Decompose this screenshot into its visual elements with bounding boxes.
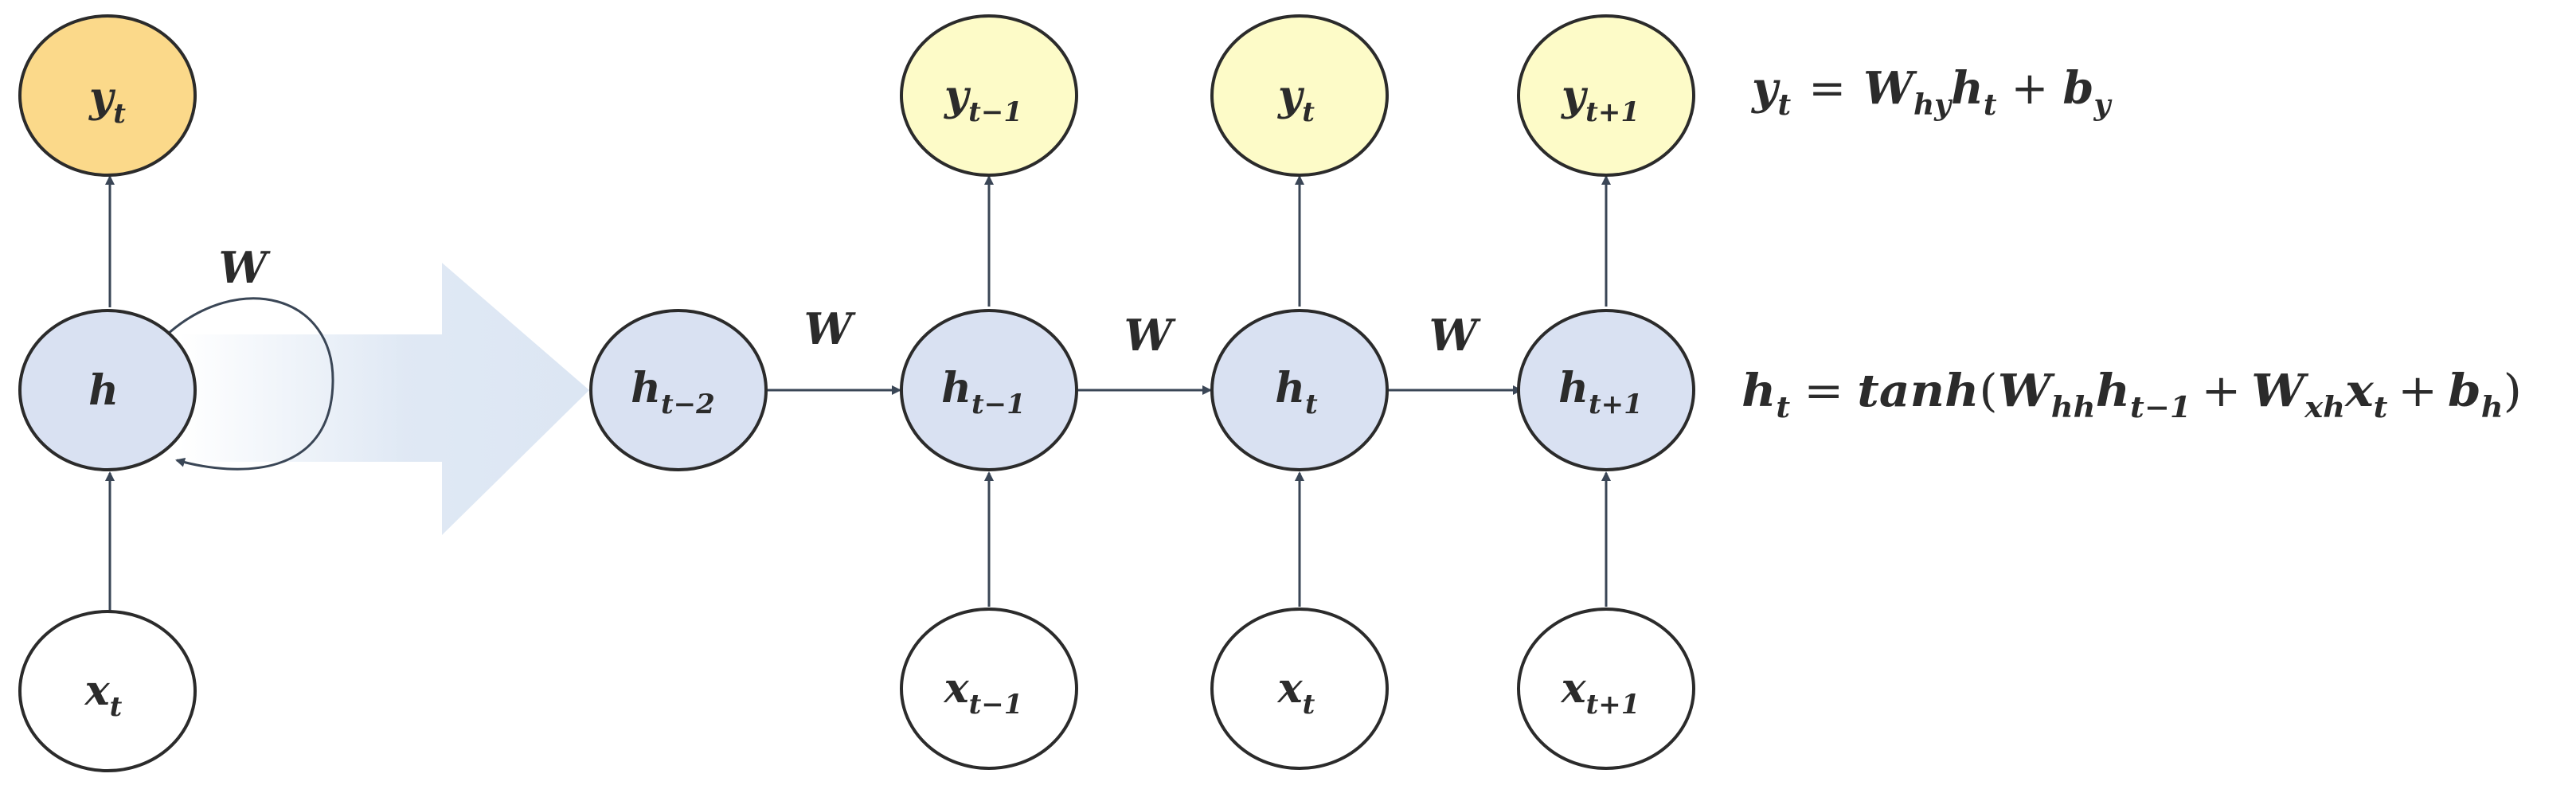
output-subscript-t-1: t−1 <box>968 96 1022 128</box>
hidden-subscript-t-2: t−2 <box>661 389 715 420</box>
svg-text:xt−1: xt−1 <box>944 664 1023 721</box>
input-subscript-t1: t+1 <box>1586 689 1640 721</box>
svg-text:yt+1: yt+1 <box>1561 72 1640 128</box>
svg-text:ht−2: ht−2 <box>631 364 715 420</box>
output-label-t: y <box>1277 72 1305 120</box>
unfold-arrow <box>179 263 589 535</box>
svg-text:xt: xt <box>84 666 123 723</box>
input-subscript-t: t <box>1303 689 1315 721</box>
output-node-t: yt <box>1210 14 1389 177</box>
folded-weight-label: W <box>219 242 272 293</box>
svg-text:xt+1: xt+1 <box>1561 664 1640 721</box>
output-node-t1: yt+1 <box>1517 14 1695 177</box>
hidden-node-t1: ht+1 <box>1517 309 1695 471</box>
folded-rnn: yt h xt W <box>18 14 334 772</box>
output-label-t-1: y <box>944 72 971 120</box>
svg-text:ht+1: ht+1 <box>1558 364 1643 420</box>
folded-output-label: y <box>88 73 116 122</box>
input-node-t: xt <box>1210 608 1389 770</box>
hidden-label-t-2: h <box>631 364 661 412</box>
unrolled-rnn: W W W ht−2 yt−1 ht−1 xt−1 <box>589 14 1695 770</box>
folded-input-label: x <box>84 666 111 715</box>
output-subscript-t1: t+1 <box>1585 96 1640 128</box>
hidden-label-t1: h <box>1558 364 1589 412</box>
hidden-subscript-t: t <box>1305 389 1318 420</box>
folded-output-node: yt <box>18 14 197 177</box>
input-label-t-1: x <box>944 664 970 713</box>
svg-text:ht: ht <box>1275 364 1318 420</box>
svg-text:h: h <box>88 366 119 415</box>
hidden-node-t-1: ht−1 <box>900 309 1078 471</box>
output-node-t-1: yt−1 <box>900 14 1078 177</box>
weight-label-1: W <box>804 303 857 354</box>
hidden-subscript-t1: t+1 <box>1589 389 1643 420</box>
input-subscript-t-1: t−1 <box>969 689 1023 721</box>
svg-text:yt−1: yt−1 <box>944 72 1022 128</box>
folded-input-node: xt <box>18 610 197 772</box>
hidden-node-t-2: ht−2 <box>589 309 768 471</box>
folded-input-subscript: t <box>110 691 123 723</box>
output-label-t1: y <box>1561 72 1589 120</box>
hidden-subscript-t-1: t−1 <box>971 389 1026 420</box>
folded-hidden-node: h <box>18 309 197 471</box>
svg-text:yt: yt <box>88 73 126 130</box>
weight-label-2: W <box>1124 310 1177 361</box>
folded-hidden-label: h <box>88 366 119 415</box>
hidden-label-t: h <box>1275 364 1305 412</box>
weight-label-3: W <box>1429 310 1482 361</box>
hidden-node-t: ht <box>1210 309 1389 471</box>
svg-text:yt: yt <box>1277 72 1315 128</box>
input-label-t: x <box>1277 664 1304 713</box>
input-node-t1: xt+1 <box>1517 608 1695 770</box>
output-subscript-t: t <box>1302 96 1315 128</box>
svg-text:ht−1: ht−1 <box>941 364 1026 420</box>
folded-output-subscript: t <box>113 98 126 130</box>
folded-recurrent-loop <box>166 297 334 471</box>
input-node-t-1: xt−1 <box>900 608 1078 770</box>
input-label-t1: x <box>1561 664 1587 713</box>
output-equation: yt=Whyht+by <box>1750 62 2113 122</box>
hidden-label-t-1: h <box>941 364 971 412</box>
svg-text:xt: xt <box>1277 664 1315 721</box>
